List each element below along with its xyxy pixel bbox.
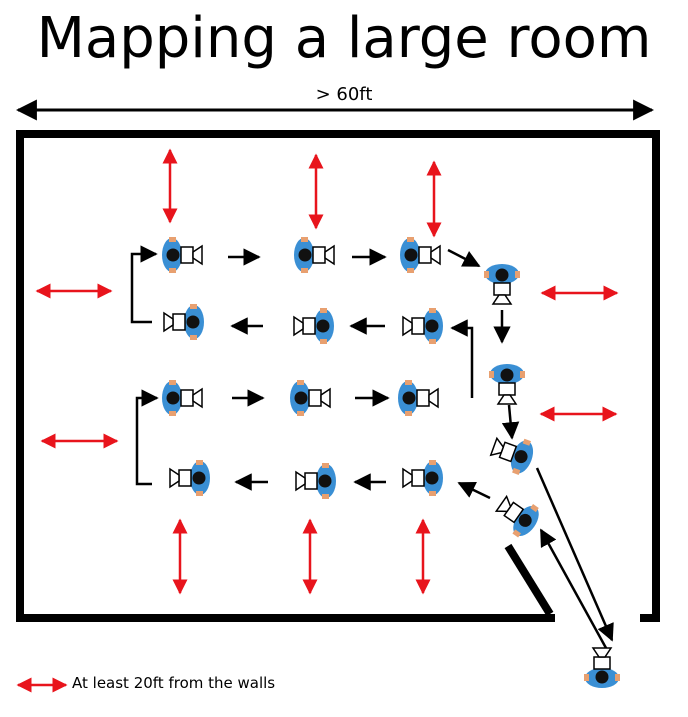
person-with-camera-icon <box>488 363 526 405</box>
person-with-camera-icon <box>289 379 331 417</box>
person-with-camera-icon <box>399 236 441 274</box>
person-with-camera-icon <box>169 459 211 497</box>
person-with-camera-icon <box>402 307 444 345</box>
person-with-camera-icon <box>402 459 444 497</box>
person-with-camera-icon <box>483 263 521 305</box>
person-with-camera-icon <box>293 236 335 274</box>
legend-label: At least 20ft from the walls <box>72 674 276 692</box>
person-with-camera-icon <box>490 488 546 543</box>
person-with-camera-icon <box>295 462 337 500</box>
person-with-camera-icon <box>161 236 203 274</box>
person-with-camera-icon <box>397 379 439 417</box>
diagram-title: Mapping a large room <box>36 6 652 71</box>
clearance-arrows <box>16 148 619 693</box>
person-with-camera-icon <box>163 303 205 341</box>
room-walls <box>16 130 660 622</box>
person-with-camera-icon <box>293 307 335 345</box>
path-arrows <box>130 245 614 649</box>
person-with-camera-icon <box>583 647 621 689</box>
person-with-camera-icon <box>161 379 203 417</box>
